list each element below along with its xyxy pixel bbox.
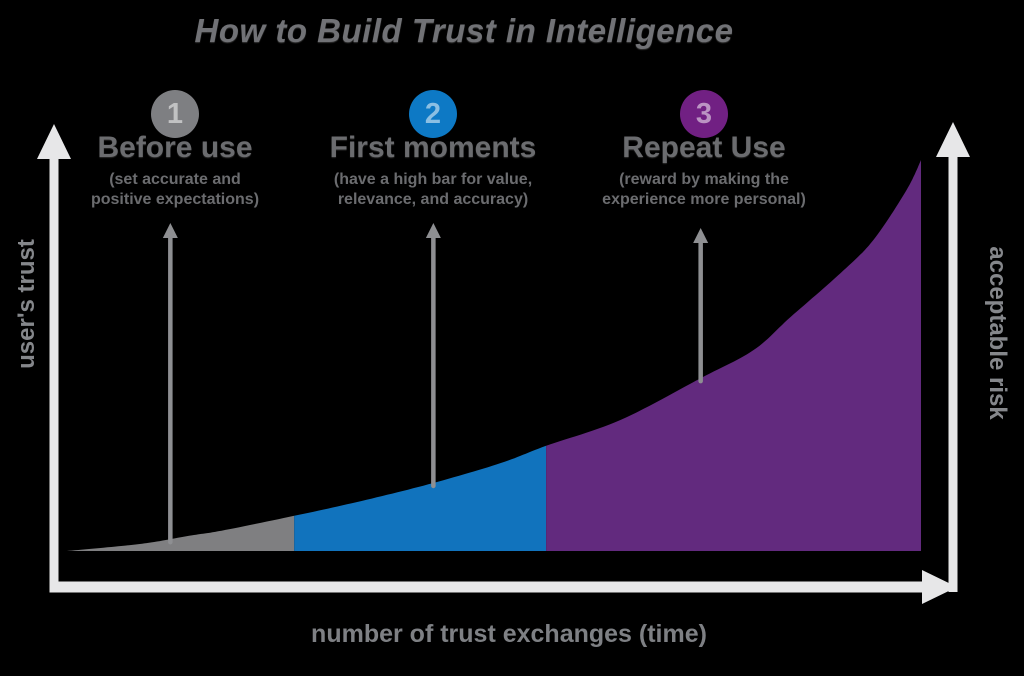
- stage-3-caption-line-2: experience more personal): [602, 191, 806, 208]
- stage-1-pointer-arrowhead: [162, 223, 178, 238]
- stage-1-heading: Before use: [97, 131, 253, 164]
- page-title: How to Build Trust in Intelligence: [194, 12, 734, 49]
- stage-1-caption-line-2: positive expectations): [90, 191, 260, 208]
- stage-3-number-badge: 3: [680, 90, 728, 138]
- stage-1-caption-line-1: (set accurate and: [109, 171, 241, 188]
- stage-3-pointer-arrowhead: [693, 228, 709, 243]
- stage-2-heading: First moments: [329, 131, 537, 164]
- y-axis-label-users-trust: user's trust: [13, 239, 40, 369]
- y-axis-left-arrow: [37, 124, 71, 593]
- stage-2-first-moments: 2 First moments (have a high bar for val…: [293, 90, 573, 210]
- stage-1-number: 1: [166, 97, 184, 130]
- axis-arrows: [37, 122, 970, 604]
- stage-2-caption-line-1: (have a high bar for value,: [333, 171, 533, 188]
- x-axis-arrow: [49, 570, 957, 604]
- stage-3-caption-line-1: (reward by making the: [619, 171, 789, 188]
- stage-2-pointer-arrowhead: [425, 223, 441, 238]
- stage-2-number: 2: [424, 97, 442, 130]
- stage-1-before-use: 1 Before use (set accurate and positive …: [35, 90, 315, 210]
- stage-2-caption-line-2: relevance, and accuracy): [337, 191, 529, 208]
- y-axis-right-arrow: [936, 122, 970, 592]
- area-phase-3: [546, 160, 921, 551]
- stage-3-number: 3: [695, 97, 713, 130]
- stage-3-repeat-use: 3 Repeat Use (reward by making the exper…: [564, 90, 844, 210]
- y-axis-label-acceptable-risk: acceptable risk: [984, 246, 1011, 420]
- stage-1-number-badge: 1: [151, 90, 199, 138]
- stage-3-heading: Repeat Use: [622, 131, 786, 164]
- x-axis-label: number of trust exchanges (time): [311, 620, 707, 648]
- area-phase-1: [67, 515, 295, 551]
- stage-2-number-badge: 2: [409, 90, 457, 138]
- area-phase-2: [294, 445, 547, 551]
